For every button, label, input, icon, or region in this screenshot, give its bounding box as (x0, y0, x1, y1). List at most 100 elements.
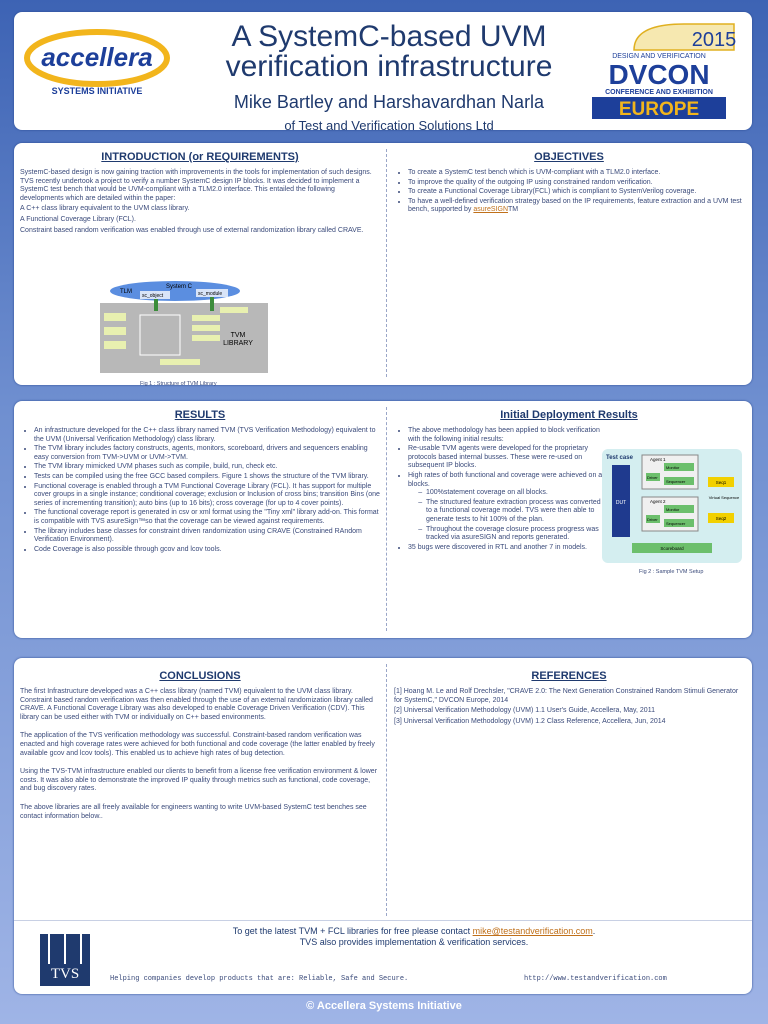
conclusion-paragraph: The above libraries are all freely avail… (20, 803, 367, 820)
fig-driver2-label: Driver (647, 517, 658, 522)
column-divider (386, 407, 387, 631)
fig-tvm-label: TVM (231, 332, 246, 339)
objective-item-text: To have a well-defined verification stra… (408, 197, 742, 214)
fig-seq1-label: Seq1 (716, 480, 727, 485)
tvs-logo: TVS (40, 934, 90, 986)
dvcon-conference: CONFERENCE AND EXHIBITION (605, 89, 713, 96)
objective-item: To have a well-defined verification stra… (408, 198, 744, 215)
accellera-wordmark: accellera (41, 42, 152, 72)
contact-text: To get the latest TVM + FCL libraries fo… (232, 926, 471, 936)
copyright-footer: © Accellera Systems Initiative (306, 1000, 462, 1012)
fig-library-label: LIBRARY (223, 340, 253, 347)
contact-period: . (592, 926, 596, 936)
deployment-title: Initial Deployment Results (500, 409, 638, 421)
dvcon-logo: 2015 DESIGN AND VERIFICATION DVCON CONFE… (592, 23, 737, 120)
intro-paragraph: SystemC-based design is now gaining trac… (20, 169, 372, 202)
contact-separator (14, 920, 752, 921)
deployment-section: Initial Deployment Results The above met… (394, 409, 744, 575)
conclusions-section: CONCLUSIONS The first Infrastructure dev… (20, 670, 380, 823)
column-divider (386, 149, 387, 377)
trademark-text: TM (508, 206, 519, 214)
deployment-item: 35 bugs were discovered in RTL and anoth… (408, 544, 608, 553)
result-item: The TVM library includes factory constru… (34, 445, 380, 462)
results-title: RESULTS (174, 409, 226, 421)
results-panel: RESULTS An infrastructure developed for … (14, 401, 752, 638)
asuresign-link[interactable]: asureSIGN (473, 206, 509, 214)
tvm-setup-figure: Test case DUT Agent 1 Monitor Driver Seq… (602, 449, 742, 563)
intro-objectives-panel: INTRODUCTION (or REQUIREMENTS) SystemC-b… (14, 143, 752, 387)
dvcon-name: DVCON (608, 59, 709, 90)
fig-systemc-label: System C (166, 284, 193, 290)
dvcon-tagline: DESIGN AND VERIFICATION (612, 53, 706, 60)
accellera-subtitle: SYSTEMS INITIATIVE (52, 86, 143, 96)
figure-2-caption: Fig 2 : Sample TVM Setup (639, 569, 704, 575)
result-item: Tests can be compiled using the free GCC… (34, 473, 380, 482)
fig-dut-label: DUT (616, 500, 626, 506)
fig-seq2-label: Seq2 (716, 516, 727, 521)
fig-virtual-sequence-label: Virtual Sequence (709, 495, 740, 500)
conclusions-title: CONCLUSIONS (159, 670, 241, 682)
dvcon-region: EUROPE (619, 99, 699, 120)
references-title: REFERENCES (531, 670, 607, 682)
conclusion-paragraph: Using the TVS-TVM infrastructure enabled… (20, 768, 378, 793)
tvm-library-figure: TLM System C sc_object sc_module TVM LIB… (100, 281, 268, 373)
reference-item: [2] Universal Verification Methodology (… (394, 707, 655, 715)
objective-item: To improve the quality of the outgoing I… (408, 179, 744, 188)
reference-item: [3] Universal Verification Methodology (… (394, 717, 666, 725)
results-section: RESULTS An infrastructure developed for … (20, 409, 380, 555)
objectives-section: OBJECTIVES To create a SystemC test benc… (394, 151, 744, 216)
introduction-section: INTRODUCTION (or REQUIREMENTS) SystemC-b… (20, 151, 380, 387)
dvcon-year: 2015 (692, 29, 737, 51)
contact-block: To get the latest TVM + FCL libraries fo… (134, 926, 694, 948)
header-panel: accellera SYSTEMS INITIATIVE A SystemC-b… (14, 12, 752, 133)
contact-email-link[interactable]: mike@testandverification.com (472, 926, 593, 936)
fig-driver1-label: Driver (647, 475, 658, 480)
result-item: Code Coverage is also possible through g… (34, 546, 380, 555)
poster-organization: of Test and Verification Solutions Ltd (284, 118, 494, 133)
result-item: The TVM library mimicked UVM phases such… (34, 463, 380, 472)
intro-paragraph: A Functional Coverage Library (FCL). (20, 215, 136, 223)
result-item: The library includes base classes for co… (34, 528, 380, 545)
fig-monitor2-label: Monitor (666, 507, 680, 512)
column-divider (386, 664, 387, 916)
references-section: REFERENCES [1] Hoang M. Le and Rolf Drec… (394, 670, 744, 728)
objective-item: To create a Functional Coverage Library(… (408, 188, 744, 197)
deployment-item: Re-usable TVM agents were developed for … (408, 445, 608, 471)
fig-sc-module-label: sc_module (198, 291, 222, 297)
fig-sc-object-label: sc_object (142, 293, 164, 299)
objectives-title: OBJECTIVES (534, 151, 604, 163)
intro-paragraph: Constraint based random verification was… (20, 226, 364, 234)
conclusion-paragraph: The first Infrastructure developed was a… (20, 688, 373, 721)
poster-authors: Mike Bartley and Harshavardhan Narla (233, 92, 545, 112)
fig-sequencer1-label: Sequencer (666, 479, 686, 484)
fig-sequencer2-label: Sequencer (666, 521, 686, 526)
contact-services-text: TVS also provides implementation & verif… (299, 937, 529, 947)
conclusion-paragraph: The application of the TVS verification … (20, 732, 375, 757)
tvs-logo-text: TVS (50, 966, 80, 982)
fig-tlm-label: TLM (120, 289, 132, 295)
result-item: The functional coverage report is genera… (34, 509, 380, 526)
conclusions-panel: CONCLUSIONS The first Infrastructure dev… (14, 658, 752, 994)
deployment-subitem: Throughout the coverage closure process … (426, 526, 608, 543)
fig-agent1-label: Agent 1 (650, 457, 666, 462)
fig-monitor1-label: Monitor (666, 465, 680, 470)
website-link[interactable]: http://www.testandverification.com (524, 975, 667, 983)
poster-title: A SystemC-based UVM verification infrast… (225, 20, 553, 83)
deployment-subitem: The structured feature extraction proces… (426, 499, 608, 525)
accellera-logo: accellera SYSTEMS INITIATIVE (24, 29, 170, 96)
deployment-item-text: High rates of both functional and covera… (408, 471, 606, 488)
deployment-item: The above methodology has been applied t… (408, 427, 608, 444)
figure-1-caption: Fig 1 : Structure of TVM Library (140, 381, 217, 387)
introduction-title: INTRODUCTION (or REQUIREMENTS) (101, 151, 299, 163)
fig-testcase-label: Test case (606, 455, 634, 461)
result-item: An infrastructure developed for the C++ … (34, 427, 380, 444)
intro-paragraph: A C++ class library equivalent to the UV… (20, 205, 190, 213)
deployment-item: High rates of both functional and covera… (408, 472, 608, 543)
tagline: Helping companies develop products that … (110, 975, 409, 983)
deployment-subitem: 100%statement coverage on all blocks. (426, 489, 608, 498)
result-item: Functional coverage is enabled through a… (34, 483, 380, 509)
objective-item: To create a SystemC test bench which is … (408, 169, 744, 178)
fig-agent2-label: Agent 2 (650, 499, 666, 504)
reference-item: [1] Hoang M. Le and Rolf Drechsler, "CRA… (394, 688, 739, 704)
fig-scoreboard-label: Scoreboard (660, 546, 684, 551)
